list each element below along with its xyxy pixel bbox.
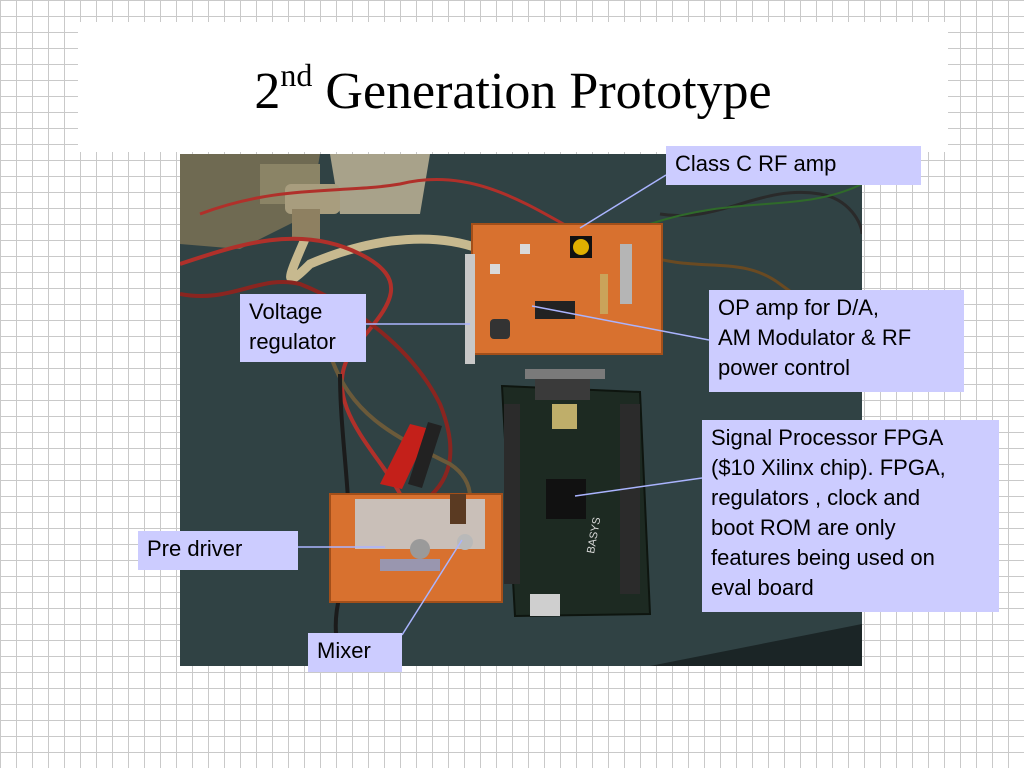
callout-fpga-line-6: eval board [711,575,814,600]
title-panel: 2nd Generation Prototype [78,22,948,152]
callout-op-amp-line-1: OP amp for D/A, [718,295,879,320]
coax-cable [286,234,482,284]
callout-voltage-line-1: Voltage [249,299,323,324]
fpga-chip [546,479,586,519]
leader-mixer [401,539,463,636]
callout-mixer-text: Mixer [317,638,371,663]
callout-fpga-line-1: Signal Processor FPGA [711,425,944,450]
callout-pre-driver-text: Pre driver [147,536,243,561]
callout-voltage-regulator: Voltage regulator [240,294,366,362]
prototype-photo: BASYS [180,154,862,666]
callout-voltage-line-2: regulator [249,329,336,354]
callout-fpga-line-5: features being used on [711,545,935,570]
slide-title: 2nd Generation Prototype [78,59,948,122]
regulator-heatsink [465,254,475,364]
callout-fpga-line-2: ($10 Xilinx chip). FPGA, [711,455,946,480]
leader-fpga [574,477,703,497]
callout-signal-processor-fpga: Signal Processor FPGA ($10 Xilinx chip).… [702,420,999,612]
callout-fpga-line-4: boot ROM are only [711,515,896,540]
red-wire [180,236,402,495]
callout-class-c-text: Class C RF amp [675,151,837,176]
leader-op-amp [531,305,710,341]
callout-op-amp-line-2: AM Modulator & RF [718,325,912,350]
title-number: 2 [254,63,281,120]
callout-mixer: Mixer [308,633,402,672]
callout-class-c-rf-amp: Class C RF amp [666,146,921,185]
red-alligator-clip [380,424,430,489]
title-superscript: nd [280,57,313,93]
callout-fpga-line-3: regulators , clock and [711,485,921,510]
callout-op-amp: OP amp for D/A, AM Modulator & RF power … [709,290,964,392]
callout-op-amp-line-3: power control [718,355,851,380]
callout-pre-driver: Pre driver [138,531,298,570]
leader-class-c [579,174,667,229]
title-rest: Generation Prototype [312,63,772,120]
